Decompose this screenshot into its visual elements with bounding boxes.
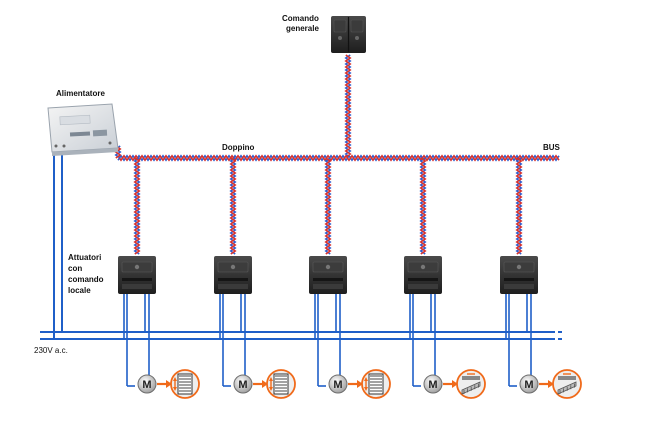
motor-icon: M: [328, 374, 348, 394]
general-command-label-line2: generale: [285, 24, 319, 33]
awning-icon: [456, 369, 486, 399]
actuator-device: [214, 256, 252, 294]
actuator-device: [309, 256, 347, 294]
arrow-icon: [539, 380, 554, 388]
actuator-unit-1: M: [118, 157, 200, 399]
arrow-icon: [348, 380, 363, 388]
bus-drop: [324, 157, 332, 255]
actuator-unit-2: M: [214, 157, 296, 399]
motor-icon: M: [233, 374, 253, 394]
actuator-unit-3: M: [309, 157, 391, 399]
motor-letter: M: [524, 379, 533, 391]
bus-twisted-pair: [114, 54, 560, 162]
actuators-label-line4: locale: [68, 286, 91, 295]
actuator-wiring: [219, 294, 246, 387]
bus-drop: [515, 157, 523, 255]
bus-drop: [229, 157, 237, 255]
actuator-unit-4: M: [404, 157, 486, 399]
actuator-device: [404, 256, 442, 294]
roller-shutter-icon: [170, 369, 200, 399]
bus-label: BUS: [543, 143, 560, 152]
actuator-device: [118, 256, 156, 294]
motor-letter: M: [333, 379, 342, 391]
power-voltage-label: 230V a.c.: [34, 346, 68, 355]
motor-icon: M: [137, 374, 157, 394]
bus-drop: [419, 157, 427, 255]
roller-shutter-icon: [361, 369, 391, 399]
motor-letter: M: [238, 379, 247, 391]
general-command-label-line1: Comando: [282, 14, 319, 23]
general-command-device: [331, 16, 366, 53]
bus-drop: [133, 157, 141, 255]
power-supply-device: [47, 103, 119, 156]
general-command-label: Comando generale: [282, 14, 319, 34]
actuators-label-line2: con: [68, 264, 83, 273]
roller-shutter-icon: [266, 369, 296, 399]
motor-letter: M: [142, 379, 151, 391]
power-supply-label: Alimentatore: [56, 89, 105, 98]
actuator-device: [500, 256, 538, 294]
actuators-label: Attuatori con comando locale: [68, 252, 104, 296]
twisted-pair-label: Doppino: [222, 143, 255, 152]
actuators-label-line3: comando: [68, 275, 104, 284]
motor-icon: M: [519, 374, 539, 394]
actuator-unit-5: M: [500, 157, 582, 399]
motor-letter: M: [428, 379, 437, 391]
arrow-icon: [443, 380, 458, 388]
actuators-label-line1: Attuatori: [68, 253, 102, 262]
motor-icon: M: [423, 374, 443, 394]
arrow-icon: [253, 380, 268, 388]
awning-icon: [552, 369, 582, 399]
arrow-icon: [157, 380, 172, 388]
power-lines: [40, 150, 562, 340]
